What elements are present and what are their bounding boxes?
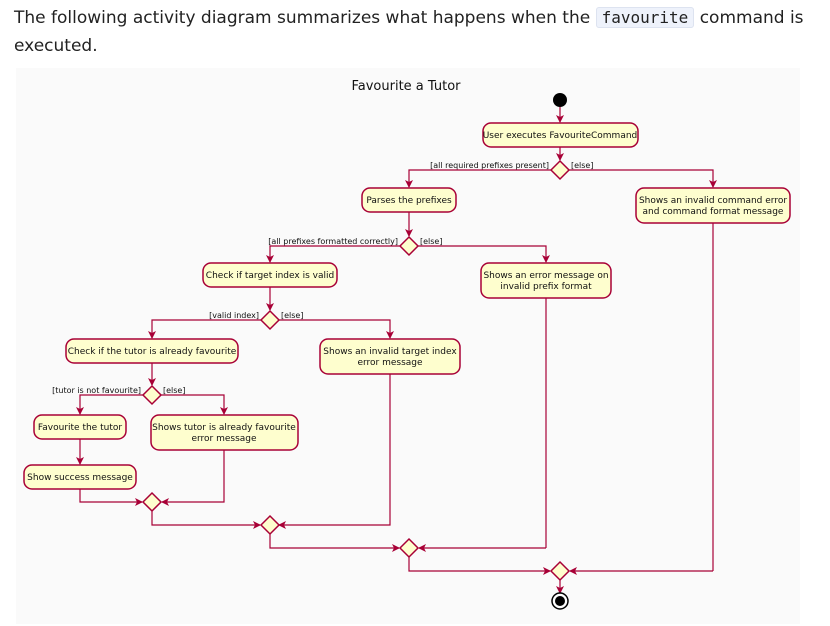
svg-text:User executes FavouriteCommand: User executes FavouriteCommand <box>483 131 638 141</box>
guard-not-favourite: [tutor is not favourite] <box>52 386 141 395</box>
svg-text:Favourite the tutor: Favourite the tutor <box>38 423 122 433</box>
intro-paragraph: The following activity diagram summarize… <box>14 4 814 60</box>
flow-line <box>79 489 143 506</box>
flow-line <box>279 319 394 339</box>
flow-line <box>569 169 717 188</box>
activity-diagram-svg: Favourite a Tutor User executes Favourit… <box>23 79 791 610</box>
flow-line <box>408 557 551 575</box>
svg-text:Shows tutor is already favouri: Shows tutor is already favourite <box>152 423 296 433</box>
svg-text:invalid prefix format: invalid prefix format <box>500 282 592 292</box>
inline-code: favourite <box>595 7 695 28</box>
flow-line <box>405 169 551 188</box>
flow-line <box>269 534 400 552</box>
svg-text:error message: error message <box>357 358 423 368</box>
end-node-inner <box>555 596 565 606</box>
activity-parse-prefixes: Parses the prefixes <box>361 187 457 213</box>
decision-prefixes-formatted <box>398 235 420 257</box>
flow-line <box>151 511 261 529</box>
intro-text-after: command is executed. <box>14 8 804 56</box>
svg-text:Shows an invalid command error: Shows an invalid command error <box>639 196 787 206</box>
svg-text:Check if the tutor is already: Check if the tutor is already favourite <box>68 347 237 357</box>
flow-line <box>418 245 550 263</box>
activity-check-index: Check if target index is valid <box>202 262 338 288</box>
activity-check-favourite: Check if the tutor is already favourite <box>65 338 239 364</box>
activity-invalid-index: Shows an invalid target index error mess… <box>319 338 461 375</box>
flow-line <box>266 245 400 263</box>
merge-index <box>259 514 281 536</box>
activity-diagram: Favourite a Tutor User executes Favourit… <box>16 68 800 624</box>
guard-else-4: [else] <box>163 386 185 395</box>
guard-valid-index: [valid index] <box>209 311 259 320</box>
decision-not-favourite <box>141 384 163 406</box>
activity-success: Show success message <box>23 464 137 490</box>
activity-already-favourite: Shows tutor is already favourite error m… <box>150 414 299 451</box>
activity-favourite-tutor: Favourite the tutor <box>33 414 127 440</box>
activity-prefix-error: Shows an error message on invalid prefix… <box>480 262 612 299</box>
start-node <box>553 93 567 107</box>
guard-else-2: [else] <box>420 237 442 246</box>
intro-text-before: The following activity diagram summarize… <box>14 8 591 28</box>
flow-line <box>161 394 228 415</box>
guard-else-3: [else] <box>281 311 303 320</box>
diagram-title: Favourite a Tutor <box>351 79 461 94</box>
merge-favourite <box>141 491 163 513</box>
flow-line <box>76 394 143 415</box>
svg-text:Show success message: Show success message <box>27 473 133 483</box>
svg-text:error message: error message <box>191 434 257 444</box>
svg-text:and command format message: and command format message <box>643 207 784 217</box>
guard-else-1: [else] <box>571 161 593 170</box>
decision-valid-index <box>259 309 281 331</box>
activity-user-executes: User executes FavouriteCommand <box>482 122 639 148</box>
activity-invalid-command: Shows an invalid command error and comma… <box>635 187 791 224</box>
flow-line <box>278 374 391 529</box>
svg-text:Shows an error message on: Shows an error message on <box>483 271 608 281</box>
svg-text:Check if target index is valid: Check if target index is valid <box>206 271 334 281</box>
merge-final <box>549 560 571 582</box>
guard-prefixes-present: [all required prefixes present] <box>430 161 549 170</box>
flow-line <box>148 319 261 339</box>
decision-prefixes-present <box>549 159 571 181</box>
svg-text:Shows an invalid target index: Shows an invalid target index <box>323 347 457 357</box>
merge-prefix-format <box>398 537 420 559</box>
svg-text:Parses the prefixes: Parses the prefixes <box>366 196 452 206</box>
guard-prefixes-formatted: [all prefixes formatted correctly] <box>268 237 398 246</box>
flow-line <box>161 450 225 506</box>
